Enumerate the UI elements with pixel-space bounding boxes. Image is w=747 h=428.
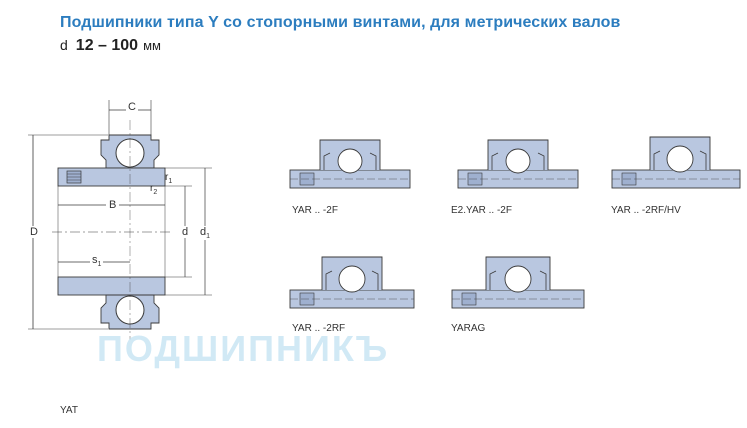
variant-caption: YAR .. -2RF/HV	[611, 205, 681, 216]
dim-label-d-outer: D	[28, 226, 40, 238]
d1-subscript: 1	[206, 233, 211, 241]
yat-main-drawing	[28, 100, 212, 340]
size-range: d 12 – 100 мм	[60, 37, 161, 55]
variant-caption: YAR .. -2RF	[292, 323, 346, 334]
dim-label-s1: s1	[90, 254, 104, 269]
d1-symbol: d	[200, 226, 207, 238]
s1-symbol: s	[92, 254, 98, 266]
variant-caption: E2.YAR .. -2F	[451, 205, 512, 216]
s1-subscript: 1	[97, 261, 102, 269]
page-title: Подшипники типа Y со стопорными винтами,…	[60, 14, 621, 31]
range-unit: мм	[143, 38, 161, 53]
dim-label-r2: r2	[150, 183, 157, 196]
dim-label-r1: r1	[165, 172, 172, 185]
main-caption: YAT	[60, 405, 78, 416]
variant-yarag-drawing	[451, 256, 585, 309]
range-value: 12 – 100	[75, 37, 139, 54]
r1-subscript: 1	[168, 178, 173, 185]
range-symbol: d	[60, 37, 68, 53]
dim-label-d-bore: d	[181, 226, 190, 238]
r1-symbol: r	[165, 172, 169, 183]
variant-yar-2rf-drawing	[289, 256, 415, 309]
r2-symbol: r	[150, 183, 154, 194]
variant-e2-yar-2f-drawing	[457, 139, 579, 189]
variant-yar-2rf-hv-drawing	[611, 136, 741, 189]
dim-label-b: B	[106, 199, 120, 211]
dim-label-c: C	[126, 101, 138, 113]
r2-subscript: 2	[153, 189, 158, 196]
watermark-text: ПОДШИПНИКЪ	[97, 328, 390, 369]
variant-caption: YARAG	[451, 323, 486, 334]
variant-caption: YAR .. -2F	[292, 205, 338, 216]
dim-label-d1: d1	[199, 226, 212, 241]
variant-yar-2f-drawing	[289, 139, 411, 189]
